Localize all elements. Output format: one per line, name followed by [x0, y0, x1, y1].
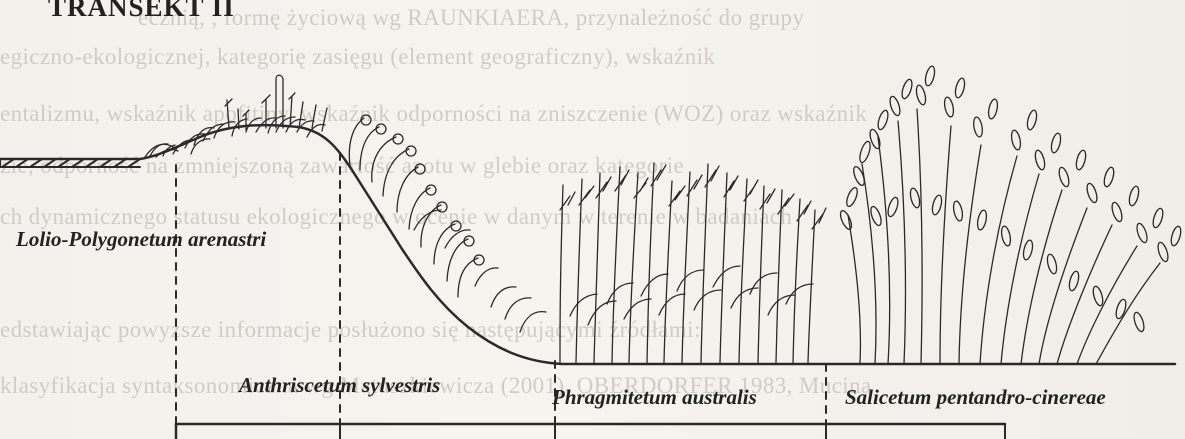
figure-title: TRANSEKT II [48, 0, 235, 23]
label-phragmitetum: Phragmitetum australis [552, 387, 757, 408]
crest-shoots [225, 75, 327, 131]
lolio-vegetation [145, 116, 325, 157]
label-anthriscetum: Anthriscetum sylvestris [239, 375, 440, 396]
label-lolio-polygonetum: Lolio-Polygonetum arenastri [16, 229, 266, 250]
anthriscus-vegetation [349, 115, 546, 332]
phragmites-vegetation [560, 163, 826, 363]
salix-vegetation [838, 65, 1182, 364]
bottom-scale [176, 424, 1005, 439]
label-salicetum: Salicetum pentandro-cinereae [845, 387, 1106, 408]
